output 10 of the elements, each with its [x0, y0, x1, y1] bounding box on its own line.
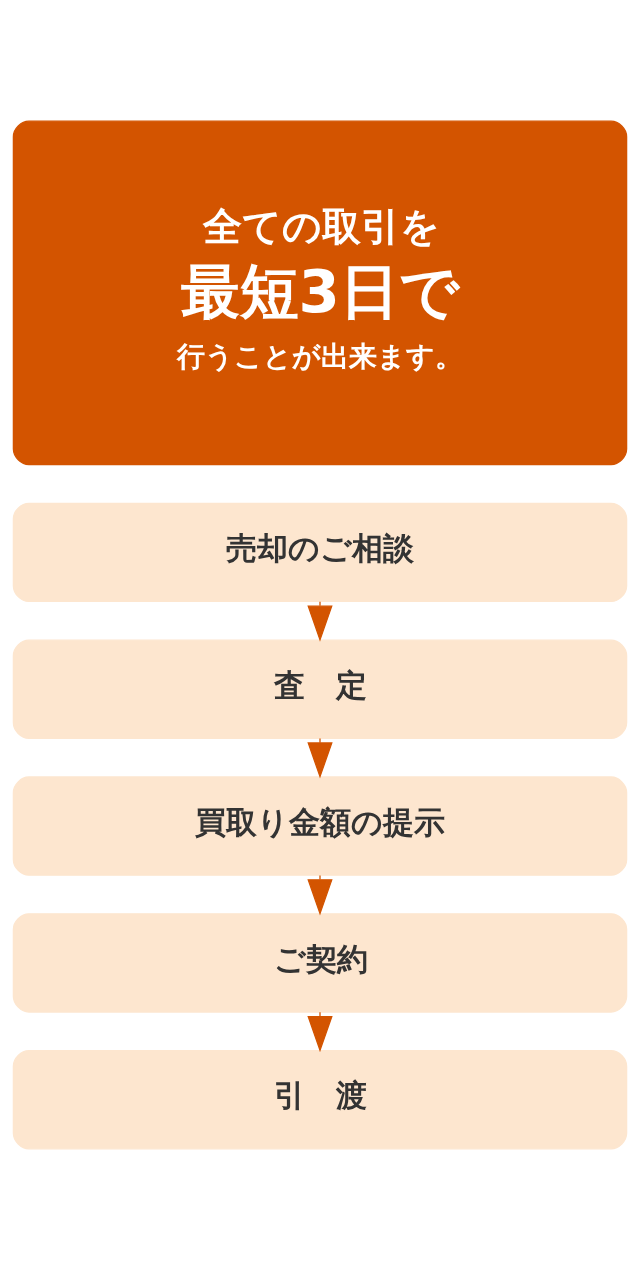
node-box: ご契約 — [12, 913, 628, 1013]
node-box: 引 渡 — [12, 1050, 628, 1150]
arrow — [307, 737, 333, 779]
node-box: 売却のご相談 — [12, 502, 628, 603]
arrow — [307, 1011, 333, 1053]
arrow — [307, 874, 333, 916]
node-box: 全ての取引を 最短3日で 行うことが出来ます。 — [12, 120, 628, 466]
node-box: 査 定 — [12, 639, 628, 739]
arrow — [307, 601, 333, 642]
node-box: 買取り金額の提示 — [12, 776, 628, 876]
